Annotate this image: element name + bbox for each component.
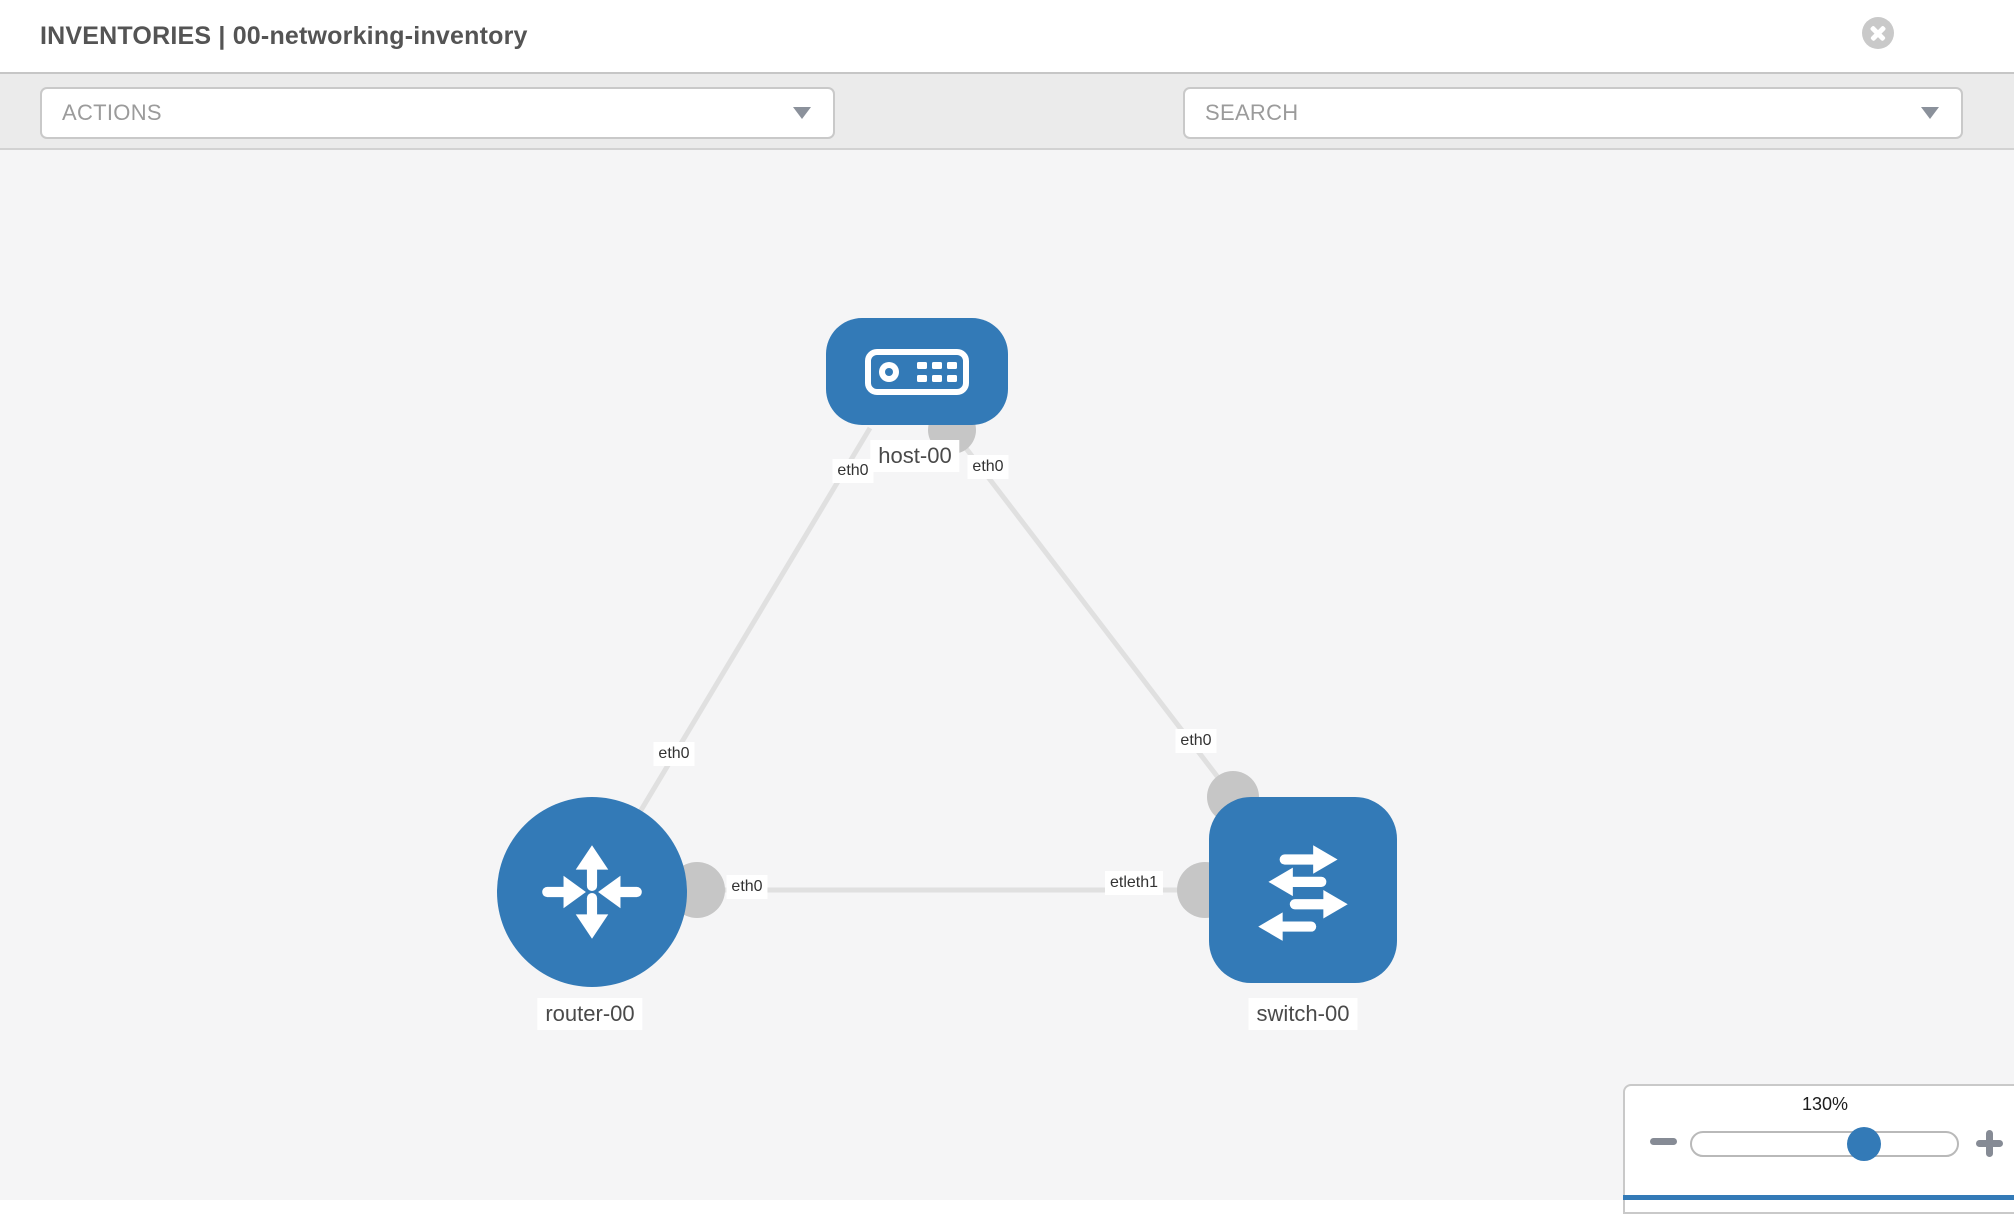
chevron-down-icon <box>793 107 811 119</box>
node-label: router-00 <box>537 998 643 1030</box>
topology-links-layer <box>589 406 1259 918</box>
zoom-level: 130% <box>1801 1094 1849 1114</box>
node-router-00[interactable] <box>497 797 687 987</box>
actions-dropdown-label: ACTIONS <box>62 100 162 125</box>
topology-canvas[interactable]: host-00 eth0 eth0 eth0 eth0 eth0 etleth1… <box>0 150 2014 1200</box>
node-label: host-00 <box>870 440 960 472</box>
zoom-in-button[interactable] <box>1976 1130 2003 1157</box>
zoom-panel: 130% <box>1623 1084 2014 1214</box>
node-switch-00[interactable] <box>1209 797 1397 983</box>
page-title: INVENTORIES | 00-networking-inventory <box>40 21 528 50</box>
switch-icon <box>1258 845 1348 941</box>
node-host-00[interactable] <box>826 318 1008 425</box>
interface-label: etleth1 <box>1104 871 1164 895</box>
search-dropdown[interactable]: SEARCH <box>1183 87 1963 139</box>
toolbar: ACTIONS SEARCH <box>0 72 2014 202</box>
router-icon <box>542 845 642 939</box>
search-dropdown-label: SEARCH <box>1205 100 1299 125</box>
interface-label: eth0 <box>726 875 768 899</box>
interface-label: eth0 <box>1175 729 1217 753</box>
host-icon <box>865 348 969 395</box>
interface-label: eth0 <box>653 742 695 766</box>
panel-header: INVENTORIES | 00-networking-inventory <box>0 0 2014 72</box>
zoom-out-button[interactable] <box>1650 1138 1677 1145</box>
chevron-down-icon <box>1921 107 1939 119</box>
actions-dropdown[interactable]: ACTIONS <box>40 87 835 139</box>
zoom-slider[interactable] <box>1690 1131 1959 1157</box>
interface-label: eth0 <box>967 455 1009 479</box>
close-button[interactable] <box>1862 17 1894 49</box>
node-label: switch-00 <box>1248 998 1358 1030</box>
zoom-slider-thumb[interactable] <box>1847 1127 1881 1161</box>
interface-label: eth0 <box>832 459 874 483</box>
bottom-blue-bar <box>1623 1195 2014 1200</box>
